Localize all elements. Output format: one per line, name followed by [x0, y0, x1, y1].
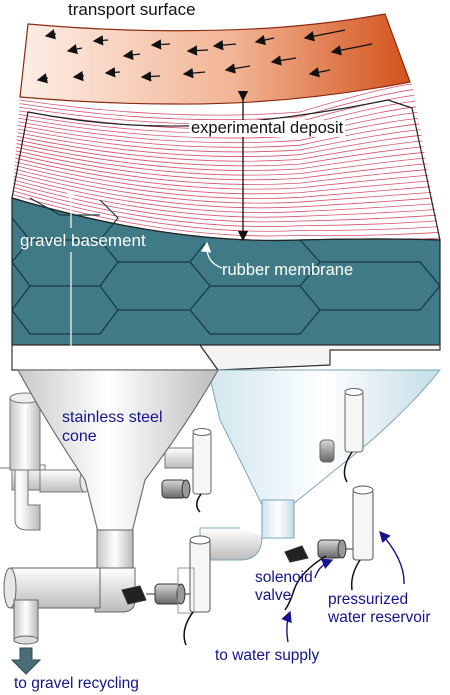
rear-water-reservoir-left: [192, 428, 212, 513]
solenoid-valve-label-line2: valve: [255, 587, 292, 604]
transport-surface-label: transport surface: [68, 0, 196, 19]
deposit-stratum-line: [13, 175, 434, 213]
stainless-steel-cone: [17, 369, 219, 613]
solenoid-valve-label-line1: solenoid: [255, 569, 313, 586]
rear-solenoid-valve: [161, 479, 191, 499]
deposit-stratum-line: [17, 123, 420, 148]
deposit-stratum-line: [16, 143, 425, 171]
gravel-basement: [11, 197, 441, 346]
deposit-stratum-line: [13, 179, 435, 218]
deposit-stratum-line: [13, 172, 433, 209]
rear-stainless-steel-cone: [199, 369, 442, 561]
deposit-stratum-line: [18, 117, 419, 144]
deposit-stratum-line: [19, 83, 413, 116]
stainless-steel-cone-label-line1: stainless steel: [62, 409, 163, 426]
middle-solenoid-valve: [284, 539, 356, 563]
gravel-basement-label: gravel basement: [20, 231, 146, 250]
deposit-stratum-line: [15, 150, 427, 181]
gravel-recycling-label: to gravel recycling: [14, 675, 139, 692]
deposit-stratum-line: [15, 157, 429, 190]
pressurized-reservoir-label-line1: pressurized: [328, 591, 409, 608]
experimental-deposit-label: experimental deposit: [189, 119, 346, 137]
deposit-stratum-line: [14, 168, 432, 204]
deposit-stratum-line: [16, 135, 423, 162]
pressurized-reservoir-label-line2: water reservoir: [328, 609, 431, 626]
stainless-steel-cone-label-line2: cone: [62, 428, 97, 445]
gravel-outlet-pipe: [3, 567, 101, 645]
deposit-stratum-line: [16, 146, 426, 176]
deposit-stratum-line: [16, 139, 424, 167]
rubber-membrane-pointer: [200, 241, 223, 269]
deposit-stratum-line: [14, 161, 430, 195]
deposit-stratum-line: [12, 186, 437, 227]
deposit-stratum-line: [12, 190, 438, 232]
water-supply-tube: [284, 555, 327, 611]
deposit-stratum-line: [17, 132, 422, 157]
deposit-stratum-line: [13, 183, 436, 223]
front-water-reservoir: [177, 535, 211, 646]
transport-surface: [19, 13, 411, 105]
gravel-recycling-arrow: [10, 647, 42, 675]
middle-water-reservoir: [350, 485, 374, 591]
deposit-stratum-line: [15, 154, 428, 185]
water-supply-label: to water supply: [215, 647, 320, 664]
label-pointer-arrows: [281, 530, 405, 643]
deposit-stratum-line: [18, 112, 418, 139]
deposit-stratum-line: [14, 164, 431, 199]
rear-water-reservoir-right: [319, 388, 364, 483]
flow-arrows: [36, 29, 373, 84]
basement-front-slab: [11, 344, 441, 371]
rubber-membrane-label: rubber membrane: [222, 261, 354, 279]
deposit-stratum-line: [17, 128, 421, 153]
front-solenoid-valve: [121, 583, 196, 605]
